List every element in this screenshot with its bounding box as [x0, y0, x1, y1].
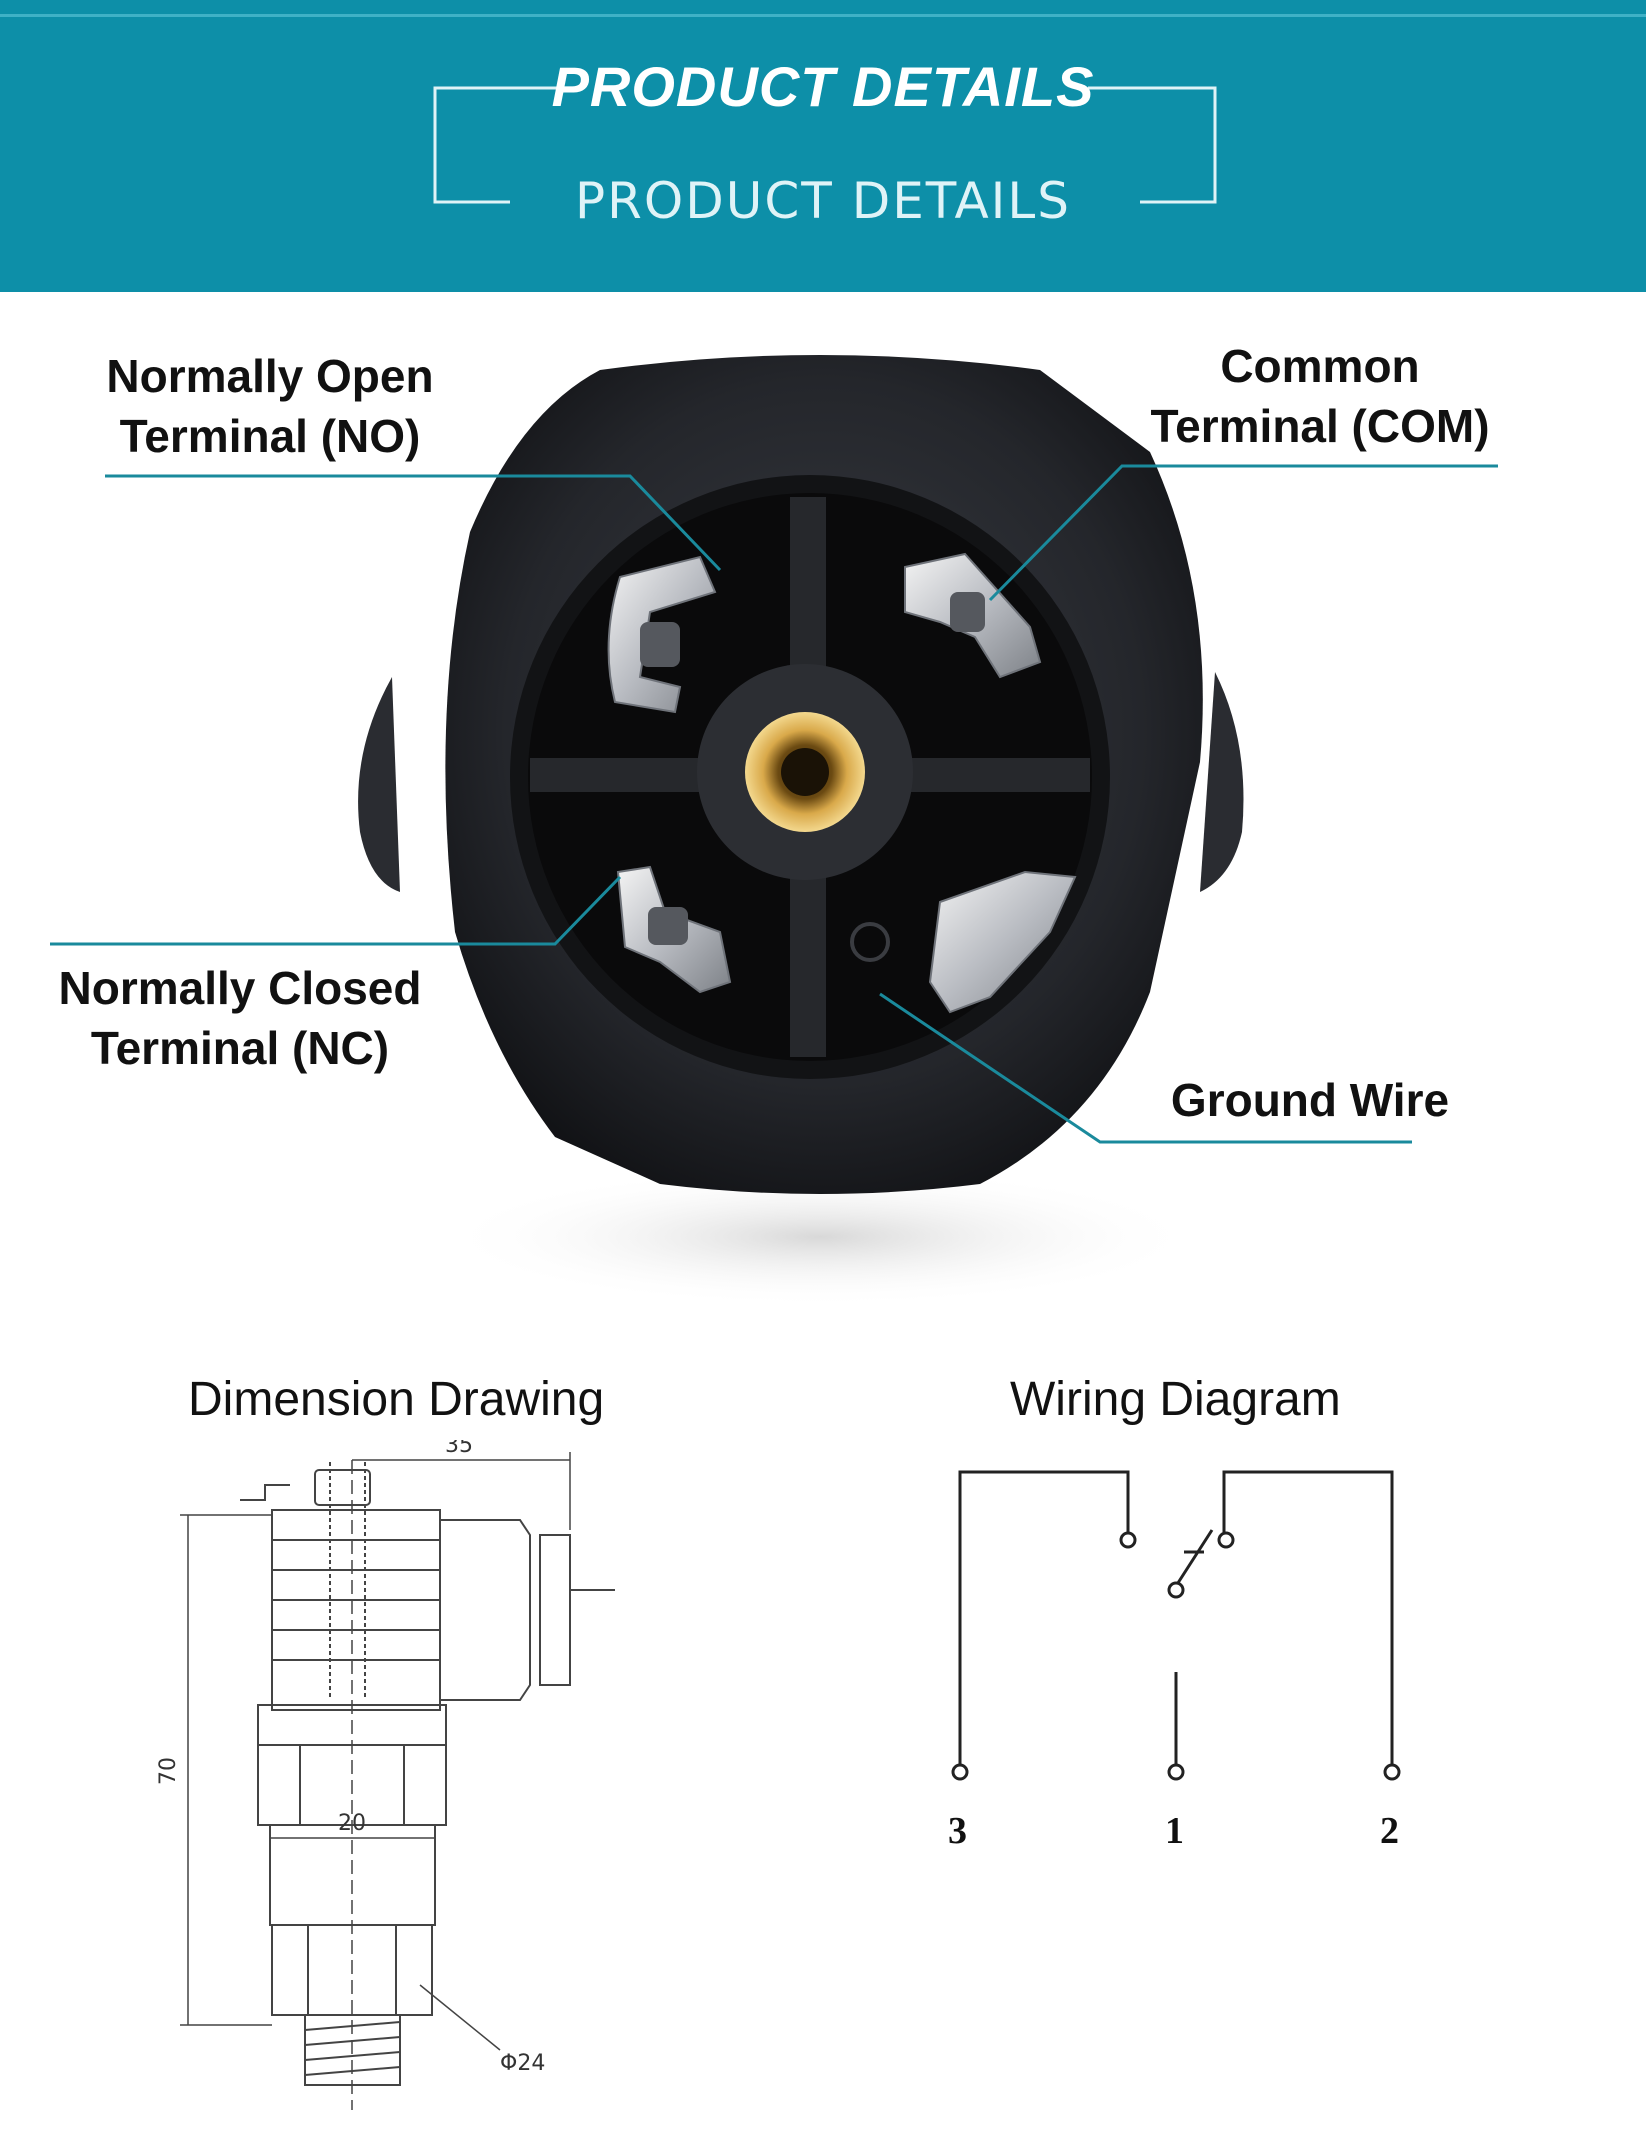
- dim-thread-label: Φ24: [500, 2051, 545, 2076]
- dim-width-label: 35: [445, 1440, 473, 1458]
- side-plug-nut: [539, 1534, 571, 1686]
- callout-normally-closed: Normally Closed Terminal (NC): [20, 958, 460, 1078]
- callout-no-line2: Terminal (NO): [119, 410, 421, 462]
- wire-pin3: [958, 1470, 1130, 1765]
- callout-ground-wire: Ground Wire: [1120, 1070, 1500, 1130]
- pin-2-terminal: [1383, 1763, 1401, 1781]
- contact-no: [1119, 1531, 1137, 1549]
- callout-nc-line2: Terminal (NC): [90, 1022, 390, 1074]
- pin-1-label: 1: [1165, 1810, 1184, 1852]
- floor-shadow: [440, 1167, 1200, 1307]
- side-plug: [440, 1519, 531, 1701]
- terminal-nc: [616, 865, 732, 994]
- header-banner: PRODUCT DETAILS PRODUCT DETAILS: [0, 0, 1646, 292]
- banner-bracket-frame: [433, 86, 1217, 204]
- callout-common: Common Terminal (COM): [1120, 336, 1520, 456]
- contact-com: [1217, 1531, 1235, 1549]
- top-cap: [240, 1484, 290, 1501]
- center-hole: [781, 748, 829, 796]
- leader-ground: [879, 992, 1412, 1144]
- dim-height-label: 70: [156, 1757, 181, 1785]
- wiring-diagram-title: Wiring Diagram: [1010, 1373, 1341, 1426]
- hex-section: [257, 1744, 447, 1826]
- cable-gland-top: [314, 1469, 371, 1506]
- pin-2-label: 2: [1380, 1810, 1399, 1852]
- pin-3-label: 3: [948, 1810, 967, 1852]
- leader-nc: [50, 875, 622, 946]
- callout-normally-open: Normally Open Terminal (NO): [60, 346, 480, 466]
- callout-ground-line1: Ground Wire: [1170, 1074, 1450, 1126]
- callout-no-line1: Normally Open: [106, 350, 434, 402]
- banner-title: PRODUCT DETAILS: [551, 55, 1095, 118]
- terminal-no: [607, 555, 717, 714]
- banner-top-line: [0, 14, 1646, 17]
- drawings-canvas: 35 70 20 Φ24 3 1 2: [156, 1440, 1401, 2110]
- leader-com: [988, 464, 1498, 602]
- pin-3-terminal: [951, 1763, 969, 1781]
- thread: [304, 2014, 401, 2086]
- pin-1-terminal: [1167, 1763, 1185, 1781]
- left-ear: [358, 677, 400, 892]
- terminal-com: [904, 552, 1042, 679]
- dim-body-label: 20: [338, 1811, 366, 1836]
- right-ear: [1200, 672, 1244, 892]
- callout-com-line2: Terminal (COM): [1150, 400, 1490, 452]
- leader-no: [105, 474, 722, 572]
- connector-body: [271, 1509, 441, 1711]
- wiring-diagram: [951, 1470, 1401, 1781]
- contact-pivot: [1167, 1581, 1185, 1599]
- dimension-drawing-title: Dimension Drawing: [188, 1373, 605, 1426]
- callout-com-line1: Common: [1220, 340, 1420, 392]
- callout-nc-line1: Normally Closed: [58, 962, 422, 1014]
- switch-blade: [1174, 1529, 1214, 1587]
- connector-photo: [50, 355, 1498, 1307]
- banner-subtitle: PRODUCT DETAILS: [575, 172, 1071, 230]
- terminal-ground: [850, 870, 1077, 1014]
- dimension-drawing: [180, 1452, 615, 2110]
- wire-pin2: [1222, 1470, 1394, 1765]
